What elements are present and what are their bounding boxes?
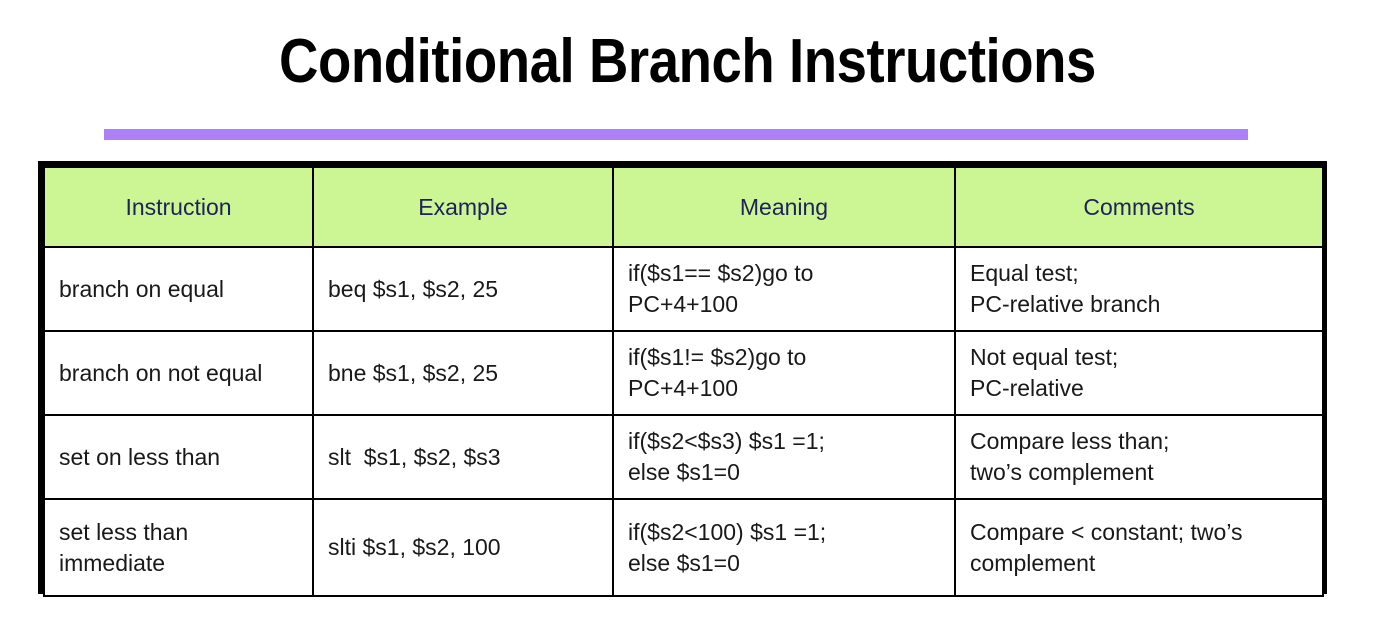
table-header: Instruction Example Meaning Comments xyxy=(43,166,1324,248)
cell-instruction: set less than immediate xyxy=(43,498,314,597)
title-accent-bar xyxy=(104,129,1248,140)
cell-instruction: branch on equal xyxy=(43,246,314,332)
cell-line: PC-relative xyxy=(970,375,1084,401)
cell-line: set on less than xyxy=(59,443,221,470)
cell-line: else $s1=0 xyxy=(628,459,740,485)
cell-meaning: if($s2<$s3) $s1 =1; else $s1=0 xyxy=(612,414,956,500)
table-body: branch on equal beq $s1, $s2, 25 if($s1=… xyxy=(43,246,1324,597)
cell-line: Compare less than; xyxy=(970,428,1170,454)
cell-meaning: if($s2<100) $s1 =1; else $s1=0 xyxy=(612,498,956,597)
cell-example: slt $s1, $s2, $s3 xyxy=(312,414,614,500)
cell-line: set less than xyxy=(59,518,189,545)
cell-line: PC-relative branch xyxy=(970,291,1161,317)
table-row: set on less than slt $s1, $s2, $s3 if($s… xyxy=(43,414,1324,500)
cell-line: PC+4+100 xyxy=(628,375,738,401)
cell-line: if($s1!= $s2)go to xyxy=(628,344,807,370)
cell-line: if($s2<100) $s1 =1; xyxy=(628,518,827,545)
cell-line: if($s2<$s3) $s1 =1; xyxy=(628,428,825,454)
cell-instruction: set on less than xyxy=(43,414,314,500)
cell-example: beq $s1, $s2, 25 xyxy=(312,246,614,332)
cell-line: PC+4+100 xyxy=(628,291,738,317)
cell-line: complement xyxy=(970,549,1096,576)
column-header-meaning: Meaning xyxy=(612,166,956,248)
cell-example: slti $s1, $s2, 100 xyxy=(312,498,614,597)
cell-line: immediate xyxy=(59,549,166,576)
cell-line: Compare < constant; two’s xyxy=(970,518,1243,545)
cell-comments: Compare < constant; two’s complement xyxy=(954,498,1324,597)
cell-line: bne $s1, $s2, 25 xyxy=(328,359,499,386)
cell-example: bne $s1, $s2, 25 xyxy=(312,330,614,416)
cell-line: beq $s1, $s2, 25 xyxy=(328,275,499,302)
column-header-example: Example xyxy=(312,166,614,248)
cell-line: branch on equal xyxy=(59,275,224,302)
cell-comments: Compare less than; two’s complement xyxy=(954,414,1324,500)
page-title: Conditional Branch Instructions xyxy=(279,27,1096,96)
instruction-table: Instruction Example Meaning Comments bra… xyxy=(43,166,1324,597)
cell-line: branch on not equal xyxy=(59,359,263,386)
column-header-comments: Comments xyxy=(954,166,1324,248)
cell-line: slti $s1, $s2, 100 xyxy=(328,534,501,560)
cell-meaning: if($s1== $s2)go to PC+4+100 xyxy=(612,246,956,332)
column-header-instruction: Instruction xyxy=(43,166,314,248)
cell-instruction: branch on not equal xyxy=(43,330,314,416)
cell-meaning: if($s1!= $s2)go to PC+4+100 xyxy=(612,330,956,416)
table-row: branch on equal beq $s1, $s2, 25 if($s1=… xyxy=(43,246,1324,332)
table-row: branch on not equal bne $s1, $s2, 25 if(… xyxy=(43,330,1324,416)
cell-line: Not equal test; xyxy=(970,344,1119,370)
cell-line: if($s1== $s2)go to xyxy=(628,260,814,286)
table-header-row: Instruction Example Meaning Comments xyxy=(43,166,1324,248)
cell-line: else $s1=0 xyxy=(628,549,740,576)
cell-line: slt $s1, $s2, $s3 xyxy=(328,443,501,470)
cell-line: Equal test; xyxy=(970,260,1079,286)
table-row: set less than immediate slti $s1, $s2, 1… xyxy=(43,498,1324,597)
instruction-table-container: Instruction Example Meaning Comments bra… xyxy=(38,161,1327,597)
cell-line: two’s complement xyxy=(970,459,1154,485)
cell-comments: Equal test; PC-relative branch xyxy=(954,246,1324,332)
cell-comments: Not equal test; PC-relative xyxy=(954,330,1324,416)
